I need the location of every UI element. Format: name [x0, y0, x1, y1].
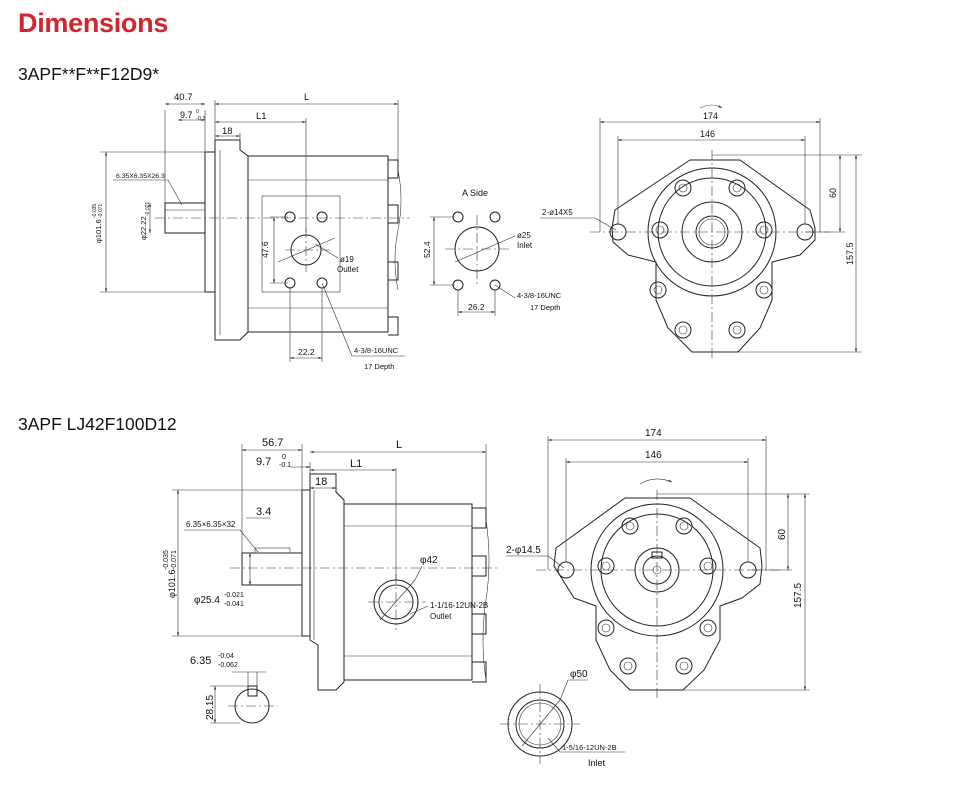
d2f-dim-146: 146: [645, 450, 662, 461]
d1f-holes: 2-ø14X5: [542, 208, 573, 217]
d1a-thread: 4-3/8-16UNC: [517, 291, 562, 300]
d1-shaft-dia2-tol: -0.021: [145, 202, 151, 216]
d2f-dim-157-5: 157.5: [793, 583, 804, 608]
d1-outlet-label: Outlet: [337, 265, 359, 274]
d1-dim-47-6: 47.6: [260, 241, 270, 258]
d2-key-w-tol-top: -0.04: [218, 653, 234, 660]
d2f-dim-174: 174: [645, 428, 662, 439]
d1-dim-L1: L1: [256, 111, 267, 122]
d1-shaft-dia2: φ22.22: [139, 216, 148, 240]
d1a-inlet-dia: ø25: [517, 231, 531, 240]
d2-key-w: 6.35: [190, 655, 211, 667]
d2-dim-L: L: [396, 439, 402, 451]
d2-dim-9-7: 9.7: [256, 456, 271, 468]
d1a-dim-52-4: 52.4: [422, 241, 432, 258]
d2-inlet-label: Inlet: [588, 758, 606, 768]
d1-dim-40-7: 40.7: [174, 92, 193, 103]
d1-dim-18: 18: [222, 126, 233, 137]
d2-shaft-dia2: φ25.4: [194, 595, 220, 606]
d1-thread: 4-3/8-16UNC: [354, 346, 399, 355]
d2-dim-L1: L1: [350, 458, 362, 470]
d1-outlet-dia: ø19: [340, 255, 354, 264]
d2-key: 6.35×6.35×32: [186, 520, 236, 529]
d2-dim-3-4: 3.4: [256, 506, 271, 518]
d2-dim-28-15: 28.15: [205, 695, 216, 720]
page-title: Dimensions: [18, 8, 169, 38]
d1-shaft-dia: φ101.6: [94, 219, 103, 243]
d2-inlet-dia: φ50: [570, 669, 588, 680]
d1-shaft-dia-tol-top: -0.035: [92, 204, 98, 218]
model-2-title: 3APF LJ42F100D12: [18, 414, 177, 434]
d2-thread: 1-1/16-12UN-2B: [430, 601, 488, 610]
d1f-dim-174: 174: [703, 111, 718, 121]
d1-dim-9-7-tol-top: 0: [196, 109, 199, 115]
d2-dim-9-7-tol-top: 0: [282, 454, 286, 461]
d1f-dim-157-5: 157.5: [845, 242, 855, 265]
d2-shaft-dia-tol-top: -0.035: [163, 550, 170, 570]
drawing2-front-view: 174 146 2-φ14.5 60 157.5: [506, 428, 810, 700]
d1-dim-9-7: 9.7: [180, 110, 193, 120]
d2-shaft-dia2-tol-bot: -0.041: [224, 601, 244, 608]
d2-shaft-dia-tol-bot: -0.071: [171, 550, 178, 570]
drawing2-side-view: 56.7 L 9.7 0 -0.1 L1 18 3.4 6.35×6.35×32…: [163, 437, 500, 724]
drawing1-a-side-view: A Side ø25 Inlet 52.4 26.2 4-3/8-16UNC 1…: [422, 188, 562, 316]
model-1-title: 3APF**F**F12D9*: [18, 64, 160, 84]
d2-dim-56-7: 56.7: [262, 437, 283, 449]
d2-shaft-dia: φ101.6: [167, 570, 177, 598]
d2f-holes: 2-φ14.5: [506, 545, 541, 556]
drawing1-side-view: 40.7 L 9.7 0 -0.1 L1 18 6.35X6.35X26.3 φ…: [92, 92, 410, 371]
d2-outlet-dia: φ42: [420, 555, 438, 566]
d1a-dim-26-2: 26.2: [468, 302, 485, 312]
d2-dim-18: 18: [315, 476, 327, 488]
d1-dim-22-2: 22.2: [298, 347, 315, 357]
d1-dim-9-7-tol-bot: -0.1: [196, 116, 205, 122]
d1-shaft-dia-val: φ101.6: [94, 219, 103, 243]
d1a-title: A Side: [462, 188, 488, 198]
d1-key: 6.35X6.35X26.3: [116, 173, 165, 180]
d2-dim-9-7-tol-bot: -0.1: [279, 462, 291, 469]
d2-key-w-tol-bot: -0.062: [218, 662, 238, 669]
d2-inlet-thread: 1-5/16-12UN-2B: [562, 743, 617, 752]
d2f-dim-60: 60: [777, 528, 788, 540]
drawing2-inlet-detail: φ50 1-5/16-12UN-2B Inlet: [500, 669, 625, 768]
d1-depth: 17 Depth: [364, 362, 394, 371]
d1-shaft-dia-tol-bot: -0.071: [98, 204, 104, 218]
drawing1-front-view: 174 146 2-ø14X5 60 157.5: [540, 104, 862, 360]
d1-dim-L: L: [304, 92, 309, 103]
d2-shaft-dia2-tol-top: -0.021: [224, 592, 244, 599]
d1a-inlet-label: Inlet: [517, 241, 533, 250]
d1f-dim-146: 146: [700, 129, 715, 139]
d1a-depth: 17 Depth: [530, 303, 560, 312]
d2-outlet-label: Outlet: [430, 612, 452, 621]
d1f-dim-60: 60: [828, 188, 838, 198]
